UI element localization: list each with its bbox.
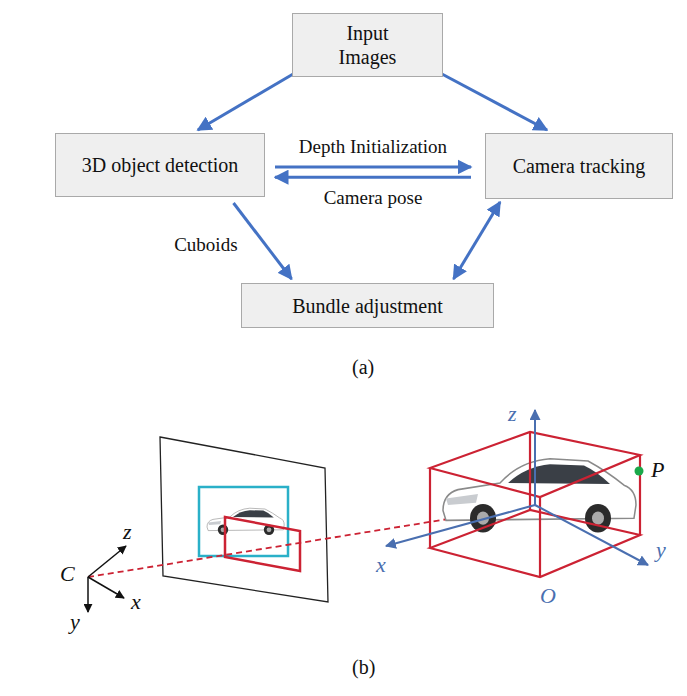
axis-label: z	[123, 520, 132, 544]
process-box: 3D object detection	[55, 133, 265, 197]
panel-label: (a)	[352, 356, 374, 378]
box-text: Input Images	[333, 21, 403, 69]
camera-axis	[88, 577, 124, 598]
flow-arrow	[198, 74, 294, 131]
box-text: Bundle adjustment	[292, 294, 443, 318]
axis-label: z	[508, 402, 517, 426]
box-text: 3D object detection	[82, 153, 239, 177]
axis-label: x	[131, 590, 141, 614]
process-box: Bundle adjustment	[241, 283, 494, 328]
image-plane	[160, 437, 328, 602]
flow-arrow	[275, 165, 471, 168]
process-box: Camera tracking	[485, 133, 673, 199]
box-text: Camera tracking	[513, 154, 646, 178]
axis-label: y	[656, 538, 666, 562]
edge-label: Cuboids	[171, 234, 240, 257]
origin-label: O	[540, 584, 556, 608]
edge-label: Camera pose	[321, 187, 426, 210]
point-marker	[635, 467, 644, 476]
camera-axis	[87, 577, 89, 612]
object-axis	[386, 505, 535, 546]
point-label: P	[651, 458, 664, 482]
flow-arrow	[275, 176, 471, 179]
camera-axis	[88, 546, 126, 577]
flow-arrow	[441, 74, 547, 131]
panel-label: (b)	[352, 656, 375, 678]
flow-arrow	[234, 203, 292, 279]
object-axis	[534, 410, 536, 505]
flow-arrow	[454, 202, 501, 279]
edge-label: Depth Initialization	[296, 136, 450, 159]
axis-label: x	[376, 553, 386, 577]
object-axis	[535, 505, 648, 565]
process-box: Input Images	[292, 13, 443, 77]
axis-label: y	[70, 610, 80, 634]
camera-label: C	[60, 562, 75, 586]
